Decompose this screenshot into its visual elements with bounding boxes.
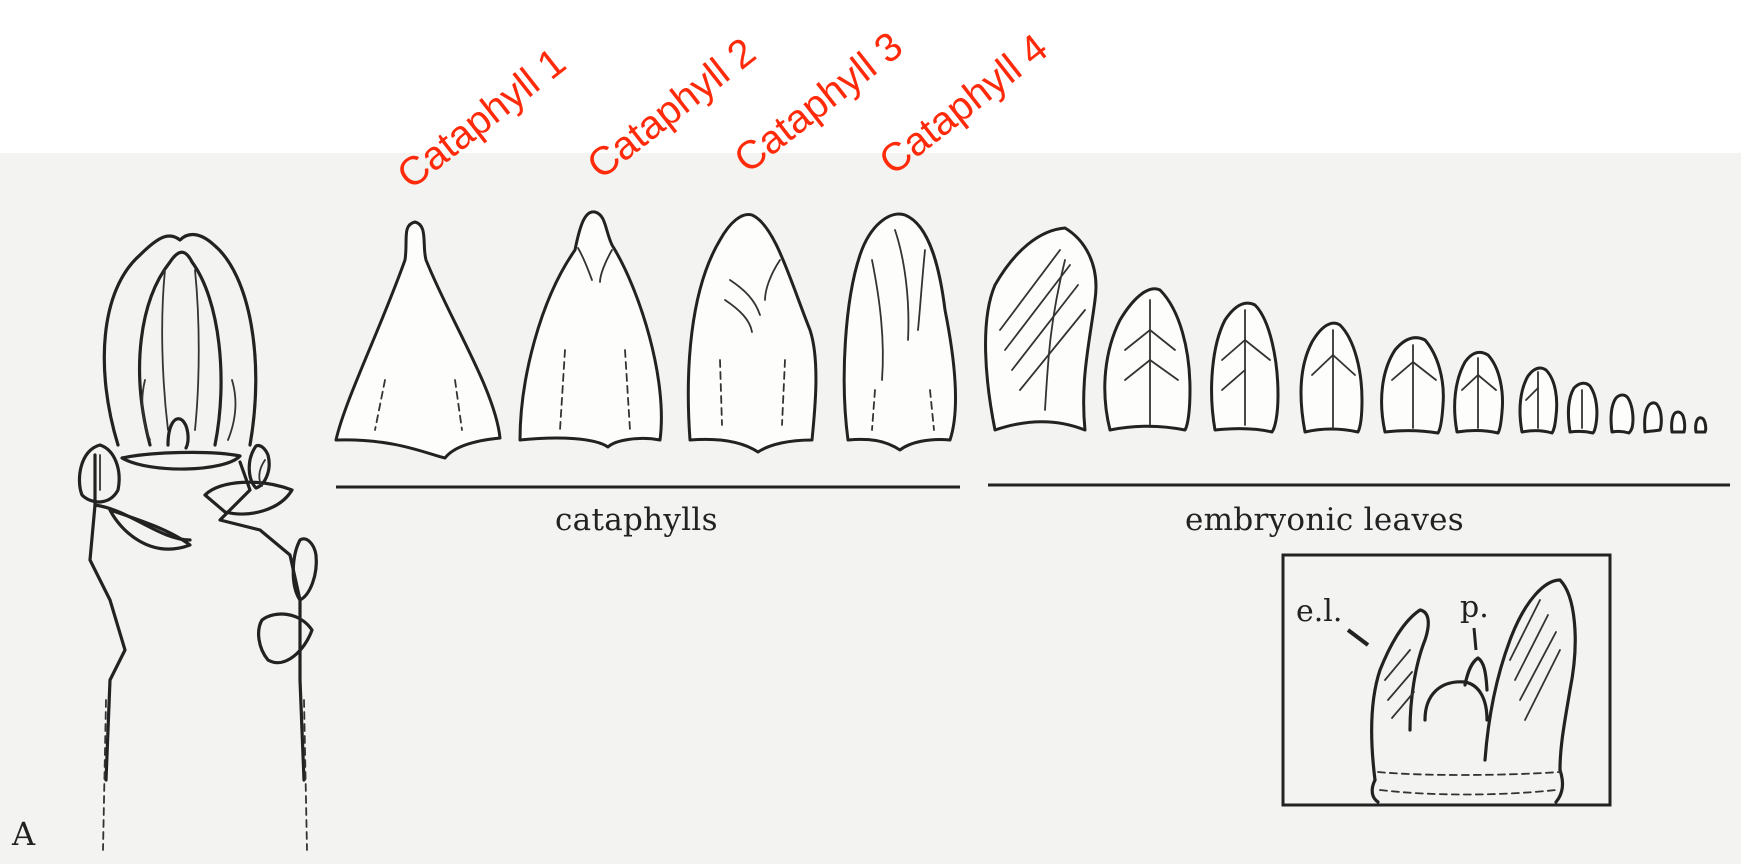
cataphyll-3-drawing <box>688 214 816 452</box>
inset-label-p: p. <box>1460 590 1489 625</box>
embryonic-leaves-drawing <box>986 228 1706 433</box>
embryonic-leaves-caption: embryonic leaves <box>1185 502 1464 538</box>
cataphylls-caption: cataphylls <box>555 502 718 538</box>
cataphyll-4-drawing <box>844 214 955 450</box>
panel-letter: A <box>12 815 35 853</box>
inset-drawing <box>1283 555 1610 805</box>
inset-label-el: e.l. <box>1296 594 1342 629</box>
shoot-drawing <box>79 235 316 850</box>
cataphyll-2-drawing <box>520 212 661 447</box>
cataphyll-1-drawing <box>336 222 500 458</box>
